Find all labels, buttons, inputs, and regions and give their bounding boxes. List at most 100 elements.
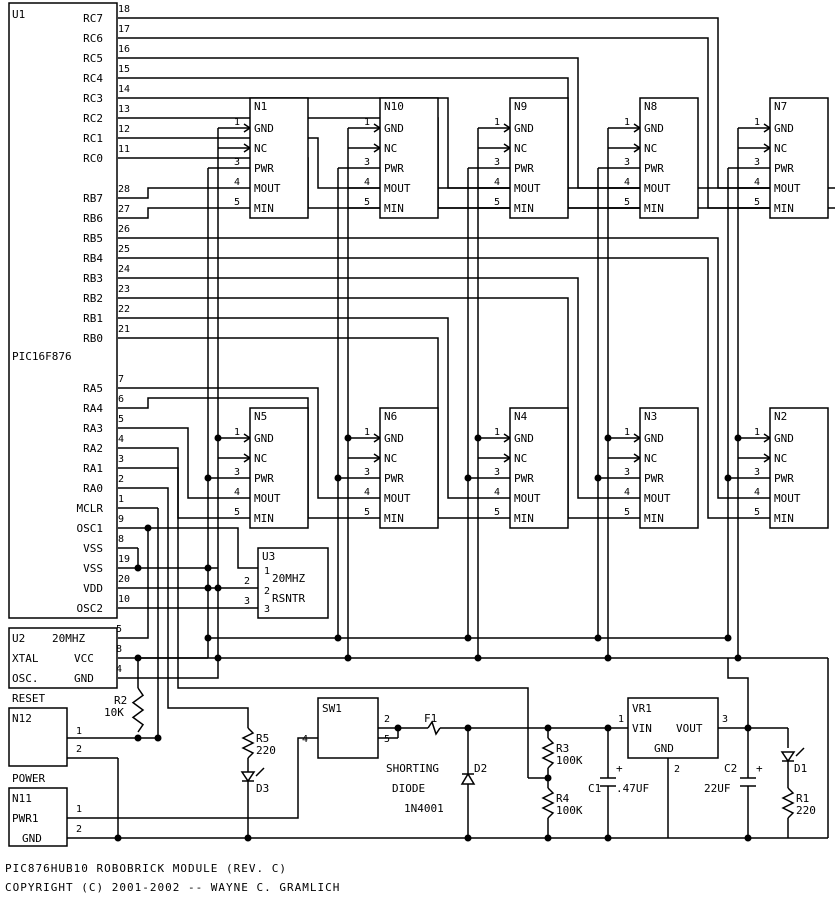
signal-wire: [118, 187, 218, 199]
d3-led-ray: [255, 767, 265, 777]
u2-pin5: 5: [116, 624, 122, 635]
top-header-4-body: [769, 97, 829, 219]
r1-ref: R1: [796, 792, 809, 805]
bottom-header-4-pin-number: 1: [754, 427, 760, 438]
sw1-pin5: 5: [384, 734, 390, 745]
n12-pin2: 2: [76, 744, 82, 755]
n11-body: [8, 787, 68, 847]
u1-pin-name: RB1: [83, 312, 103, 325]
bottom-header-4-ref: N2: [774, 410, 787, 423]
top-header-2-pin-name: MOUT: [514, 182, 541, 195]
f1-fuse: [427, 720, 441, 736]
c2-plus: +: [756, 762, 763, 775]
top-header-3-pin-number: 1: [624, 117, 630, 128]
u2-pin8: 8: [116, 644, 122, 655]
sw1-pin4: 4: [302, 734, 308, 745]
u1-pin-name: RA3: [83, 422, 103, 435]
u1-pin-number: 20: [118, 574, 130, 585]
n11-ref: N11: [12, 792, 32, 805]
top-header-0-pin-name: PWR: [254, 162, 274, 175]
bottom-header-4-pin-name: PWR: [774, 472, 794, 485]
junction-dot: [474, 434, 482, 442]
vr1-vout: VOUT: [676, 722, 703, 735]
d3-ref: D3: [256, 782, 269, 795]
top-header-0-ref: N1: [254, 100, 267, 113]
signal-wire: [118, 207, 218, 219]
r2-ref: R2: [114, 694, 127, 707]
bottom-header-4-pin-number: 3: [754, 467, 760, 478]
u1-pin-name: VSS: [83, 542, 103, 555]
top-header-4-pin-number: 3: [754, 157, 760, 168]
bottom-header-1-pin-number: 3: [364, 467, 370, 478]
r4-ref: R4: [556, 792, 570, 805]
junction-dot: [594, 634, 602, 642]
bottom-header-1-pin-number: 4: [364, 487, 370, 498]
top-header-0-pin-number: 5: [234, 197, 240, 208]
sw1-pin2: 2: [384, 714, 390, 725]
top-header-4-pin-number: 4: [754, 177, 760, 188]
u1-pin-number: 11: [118, 144, 130, 155]
junction-dot: [604, 654, 612, 662]
c2-ref: C2: [724, 762, 737, 775]
u1-pin-number: 21: [118, 324, 130, 335]
u1-pin-name: RC7: [83, 12, 103, 25]
r4-resistor: [541, 787, 555, 819]
bottom-header-0-pin-name: NC: [254, 452, 267, 465]
bottom-header-3-body: [639, 407, 699, 529]
u1-pin-name: RA0: [83, 482, 103, 495]
top-header-4-pin-name: MIN: [774, 202, 794, 215]
bottom-header-2-pin-number: 5: [494, 507, 500, 518]
u1-pin-number: 1: [118, 494, 124, 505]
top-header-2-pin-number: 3: [494, 157, 500, 168]
bottom-header-4-pin-name: MIN: [774, 512, 794, 525]
u1-pin-number: 14: [118, 84, 130, 95]
signal-wire: [118, 17, 835, 189]
top-header-4-pin-name: PWR: [774, 162, 794, 175]
r4-value: 100K: [556, 804, 583, 817]
bottom-header-0-pin-name: MOUT: [254, 492, 281, 505]
top-header-0-pin-name: MOUT: [254, 182, 281, 195]
signal-wire: [118, 387, 348, 499]
top-header-1-pin-name: MOUT: [384, 182, 411, 195]
bottom-header-4-pin-number: 4: [754, 487, 760, 498]
top-header-1-pin-name: PWR: [384, 162, 404, 175]
u3-pin2: 2: [264, 586, 270, 597]
bottom-header-0-pin-number: 4: [234, 487, 240, 498]
footer-title: PIC876HUB10 ROBOBRICK MODULE (REV. C): [5, 862, 287, 875]
junction-dot: [344, 654, 352, 662]
u3-line1: 20MHZ: [272, 572, 305, 585]
bottom-header-2-pin-name: NC: [514, 452, 527, 465]
bottom-header-3-pin-number: 4: [624, 487, 630, 498]
bottom-header-3-pin-name: GND: [644, 432, 664, 445]
u1-pin-name: RC5: [83, 52, 103, 65]
u1-pin-number: 9: [118, 514, 124, 525]
u2-pin4: 4: [116, 664, 122, 675]
d2-part: 1N4001: [404, 802, 444, 815]
d2-diode-text: DIODE: [392, 782, 425, 795]
top-header-4-pin-name: MOUT: [774, 182, 801, 195]
junction-dot: [464, 834, 472, 842]
junction-dot: [604, 724, 612, 732]
u1-pin-name: RA5: [83, 382, 103, 395]
junction-dot: [214, 434, 222, 442]
signal-wire: [118, 427, 218, 499]
c1-value: .47UF: [616, 782, 649, 795]
ra1-sense: [118, 467, 529, 778]
bottom-header-2-pin-name: MOUT: [514, 492, 541, 505]
junction-dot: [594, 474, 602, 482]
top-header-0-pin-number: 4: [234, 177, 240, 188]
c1-plus: +: [616, 762, 623, 775]
c2-value: 22UF: [704, 782, 731, 795]
top-header-3-body: [639, 97, 699, 219]
top-header-3-pin-number: 3: [624, 157, 630, 168]
bottom-header-0-body: [249, 407, 309, 529]
bottom-header-2-pin-number: 3: [494, 467, 500, 478]
bottom-header-2-body: [509, 407, 569, 529]
bottom-header-1-ref: N6: [384, 410, 397, 423]
top-header-1-ref: N10: [384, 100, 404, 113]
bottom-header-3-pin-number: 3: [624, 467, 630, 478]
u1-pin-name: RB2: [83, 292, 103, 305]
top-header-3-pin-name: GND: [644, 122, 664, 135]
ra0-led-wire: [118, 487, 249, 728]
u1-pin-name: RC0: [83, 152, 103, 165]
